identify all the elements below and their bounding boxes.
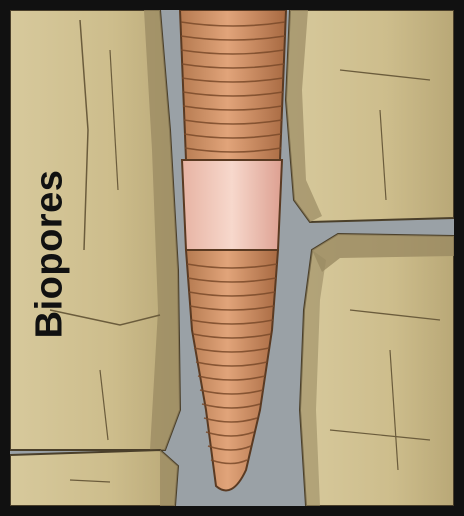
soil-block-upper-right xyxy=(286,10,454,222)
soil-block-lower-right xyxy=(300,234,454,506)
figure-label-biopores: Biopores xyxy=(29,170,72,339)
biopores-illustration xyxy=(10,10,454,506)
soil-block-lower-left xyxy=(10,450,178,506)
earthworm-icon xyxy=(180,10,286,490)
worm-clitellum xyxy=(182,160,282,250)
